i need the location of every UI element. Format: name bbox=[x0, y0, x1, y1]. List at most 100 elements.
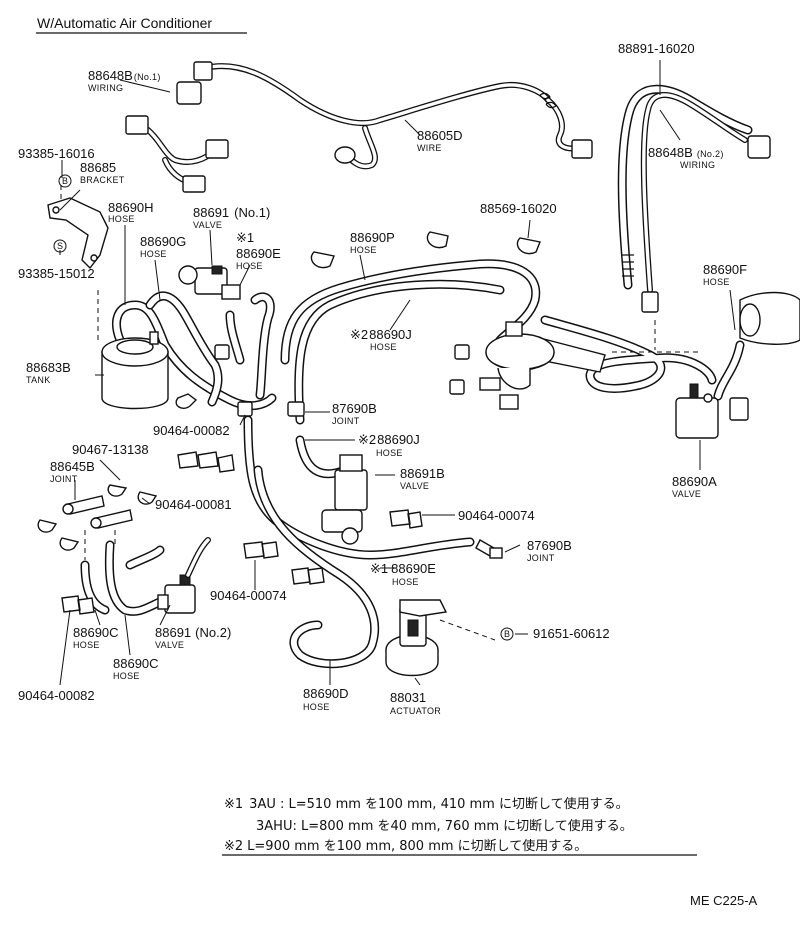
label-88648b-no2: 88648B(No.2) bbox=[648, 145, 724, 160]
bracket-icon bbox=[47, 197, 109, 270]
label-wiring-no2-name: WIRING bbox=[680, 160, 715, 170]
label-hose-d-name: HOSE bbox=[303, 702, 330, 712]
connector-icon bbox=[205, 139, 229, 159]
label-hose-e-top-name: HOSE bbox=[236, 261, 263, 271]
wiring-harness bbox=[125, 61, 593, 193]
label-90467-13138: 90467-13138 bbox=[72, 442, 149, 457]
tank-icon bbox=[101, 331, 169, 410]
label-88690j-top: ※288690J bbox=[350, 327, 412, 342]
label-88690e-top: 88690E bbox=[236, 246, 281, 261]
part-labels: 88648B(No.1) WIRING 93385-16016 B 88685 … bbox=[18, 41, 747, 716]
label-hose-f-name: HOSE bbox=[703, 277, 730, 287]
label-valve-no1-name: VALVE bbox=[193, 220, 222, 230]
label-hose-j-mid-name: HOSE bbox=[376, 448, 403, 458]
label-hose-j-top-name: HOSE bbox=[370, 342, 397, 352]
connector-icon bbox=[125, 115, 149, 135]
actuator-icon bbox=[385, 599, 448, 677]
label-88690j-mid: ※288690J bbox=[358, 432, 420, 447]
diagram-title: W/Automatic Air Conditioner bbox=[37, 15, 212, 31]
note-line-2: 3AHU: L=800 mm を40 mm, 760 mm に切断して使用する。 bbox=[256, 818, 633, 834]
label-93385-16016: 93385-16016 bbox=[18, 146, 95, 161]
valve-icon bbox=[157, 537, 211, 614]
label-valve-a-name: VALVE bbox=[672, 489, 701, 499]
label-joint-top-name: JOINT bbox=[332, 416, 360, 426]
valve-icon bbox=[178, 265, 241, 360]
label-actuator-name: ACTUATOR bbox=[390, 706, 441, 716]
label-valve-no2-name: VALVE bbox=[155, 640, 184, 650]
label-hose-c2-name: HOSE bbox=[113, 671, 140, 681]
label-88685: 88685 bbox=[80, 160, 116, 175]
leader-lines bbox=[59, 60, 736, 686]
valve-icon bbox=[321, 454, 368, 545]
hose-network bbox=[80, 259, 745, 669]
label-88690c-2: 88690C bbox=[113, 656, 159, 671]
label-88605d: 88605D bbox=[417, 128, 463, 143]
connector-icon bbox=[182, 175, 206, 193]
label-wiring-no1-name: WIRING bbox=[88, 83, 123, 93]
marker-s-letter: S bbox=[57, 241, 63, 251]
marker-b2-icon bbox=[500, 627, 514, 641]
label-87690b-right: 87690B bbox=[527, 538, 572, 553]
label-88691-no1: 88691(No.1) bbox=[193, 205, 270, 220]
label-88690a: 88690A bbox=[672, 474, 717, 489]
label-88645b: 88645B bbox=[50, 459, 95, 474]
label-hose-h-name: HOSE bbox=[108, 214, 135, 224]
label-88690d: 88690D bbox=[303, 686, 349, 701]
right-harness bbox=[617, 84, 771, 313]
connector-icon bbox=[334, 146, 356, 164]
label-joint-645-name: JOINT bbox=[50, 474, 78, 484]
hole-icon bbox=[90, 254, 98, 262]
connector-icon bbox=[747, 135, 771, 159]
joint-icon bbox=[489, 547, 503, 559]
coil-icon bbox=[622, 254, 634, 277]
label-90464-00081: 90464-00081 bbox=[155, 497, 232, 512]
label-88691-no2: 88691(No.2) bbox=[155, 625, 231, 640]
joint-tube-icons bbox=[62, 495, 133, 529]
label-wire-name: WIRE bbox=[417, 143, 442, 153]
label-hose-g-name: HOSE bbox=[140, 249, 167, 259]
label-note1-mark: ※1 bbox=[236, 230, 254, 245]
label-tank-name: TANK bbox=[26, 375, 51, 385]
connector-icon bbox=[571, 139, 593, 159]
connector-icon bbox=[176, 81, 202, 105]
label-90464-00082-top: 90464-00082 bbox=[153, 423, 230, 438]
hole-icon bbox=[52, 206, 60, 214]
marker-b-icon bbox=[58, 174, 72, 188]
label-88690p: 88690P bbox=[350, 230, 395, 245]
label-hose-c1-name: HOSE bbox=[73, 640, 100, 650]
marker-b2-letter: B bbox=[504, 629, 510, 639]
label-88683b: 88683B bbox=[26, 360, 71, 375]
label-88690c-1: 88690C bbox=[73, 625, 119, 640]
vacuum-canister-icon bbox=[449, 321, 606, 410]
label-90464-00082-bottom: 90464-00082 bbox=[18, 688, 95, 703]
wrap-icon bbox=[539, 92, 557, 109]
label-93385-15012: 93385-15012 bbox=[18, 266, 95, 281]
connector-icon bbox=[193, 61, 213, 81]
label-valve-b-name: VALVE bbox=[400, 481, 429, 491]
label-bracket-name: BRACKET bbox=[80, 175, 125, 185]
label-88891-16020: 88891-16020 bbox=[618, 41, 695, 56]
joint-icon bbox=[237, 401, 253, 417]
label-88031: 88031 bbox=[390, 690, 426, 705]
label-88648b-no1: 88648B(No.1) bbox=[88, 68, 161, 83]
marker-s-icon bbox=[53, 239, 67, 253]
label-88569-16020: 88569-16020 bbox=[480, 201, 557, 216]
label-hose-e-mid-name: HOSE bbox=[392, 577, 419, 587]
label-88690f: 88690F bbox=[703, 262, 747, 277]
label-90464-00074-right: 90464-00074 bbox=[458, 508, 535, 523]
label-joint-right-name: JOINT bbox=[527, 553, 555, 563]
label-hose-p-name: HOSE bbox=[350, 245, 377, 255]
joint-icon bbox=[287, 401, 305, 417]
label-90464-00074-mid: 90464-00074 bbox=[210, 588, 287, 603]
connector-icon bbox=[641, 291, 659, 313]
label-88690g: 88690G bbox=[140, 234, 186, 249]
label-88691b: 88691B bbox=[400, 466, 445, 481]
marker-b-letter: B bbox=[62, 176, 68, 186]
valve-icon bbox=[675, 383, 749, 439]
